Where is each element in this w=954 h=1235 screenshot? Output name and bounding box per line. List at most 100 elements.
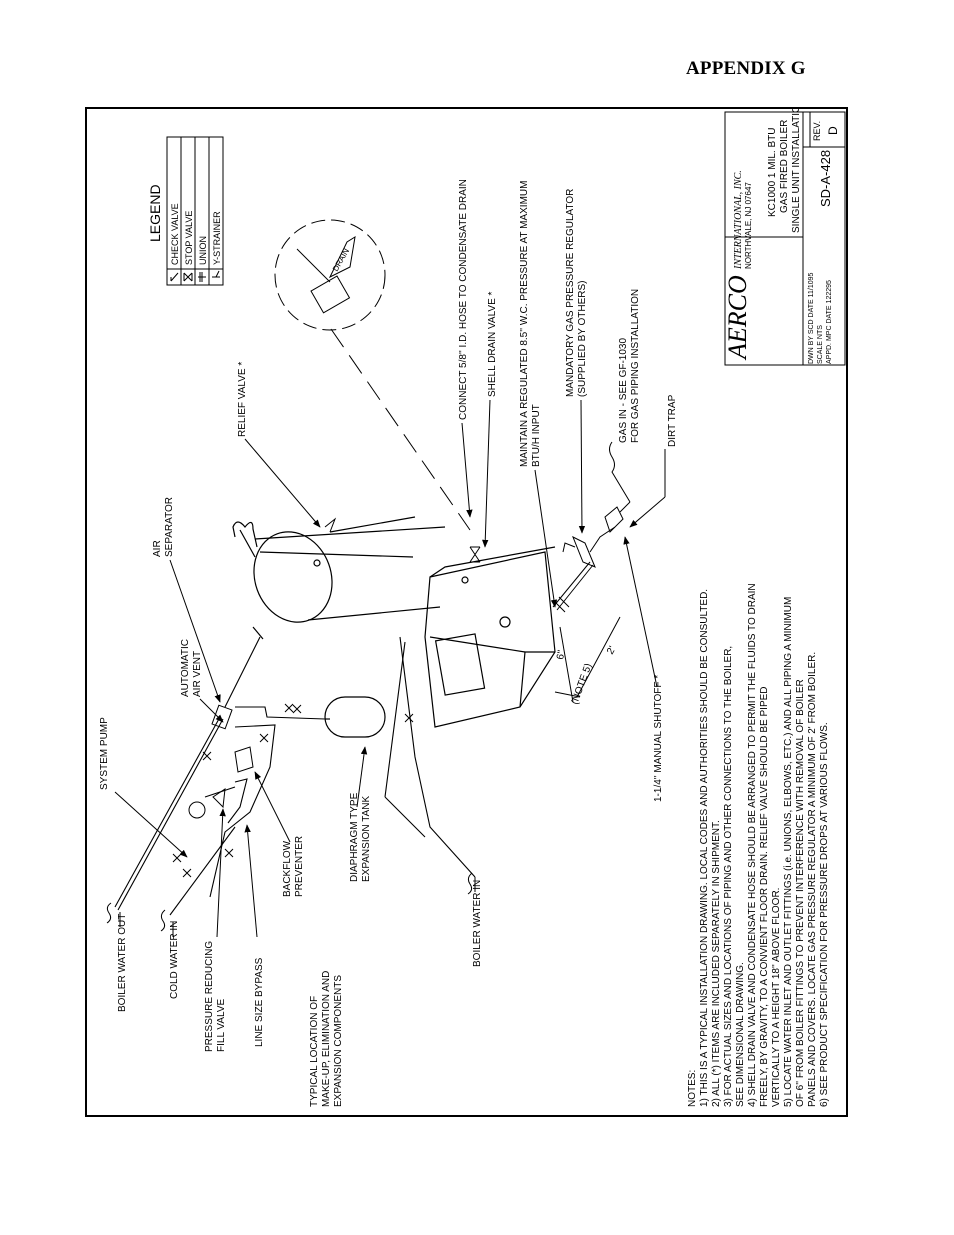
shell-drain-label: SHELL DRAIN VALVE * (487, 291, 498, 397)
condensate-leader (461, 422, 473, 518)
stop-valves (172, 703, 414, 878)
air-separator-symbol (211, 704, 233, 730)
prv-label-2: FILL VALVE (216, 998, 227, 1052)
diaphragm-tank-label-1: DIAPHRAGM TYPE (349, 792, 360, 882)
maintain-pressure-label-1: MAINTAIN A REGULATED 8.5'' W.C. PRESSURE… (519, 181, 530, 467)
prv-symbol (212, 787, 226, 809)
backflow-label-1: BACKFLOW (282, 840, 293, 897)
notes-block: NOTES: 1) THIS IS A TYPICAL INSTALLATION… (687, 583, 830, 1107)
drain-label: DRAIN (331, 247, 351, 273)
stop-valve-symbol (183, 272, 193, 282)
rev-label: REV. (812, 121, 822, 141)
prv-leader (216, 808, 226, 938)
drawing-number: SD-A-428 (818, 150, 833, 207)
drawn-by: DWN BY SCD DATE 11/1095 (808, 272, 815, 364)
note-line-11: 6) SEE PRODUCT SPECIFICATION FOR PRESSUR… (819, 722, 830, 1107)
bypass-leader (244, 824, 258, 938)
drain-detail-leader (330, 328, 471, 531)
backflow-leader (254, 771, 291, 843)
note-line-4: SEE DIMENSIONAL DRAWING. (735, 962, 746, 1107)
dirt-trap-label: DIRT TRAP (667, 394, 678, 447)
typical-location-label-1: TYPICAL LOCATION OF (309, 996, 320, 1107)
diaphragm-tank-leader (356, 746, 368, 808)
regulator-leader (578, 399, 586, 534)
gas-in-label-2: FOR GAS PIPING INSTALLATION (630, 289, 641, 443)
scale-info: SCALE NTS (817, 325, 824, 364)
expansion-tank (324, 696, 386, 738)
drain-detail-circle (274, 219, 386, 331)
regulator-label-2: (SUPPLIED BY OTHERS) (577, 280, 588, 397)
auto-air-vent-label-1: AUTOMATIC (180, 639, 191, 697)
rev-value: D (826, 126, 840, 135)
boiler-water-out-label: BOILER WATER OUT (117, 914, 128, 1012)
manual-shutoff-label: 1-1/4'' MANUAL SHUTOFF * (653, 675, 664, 802)
appendix-heading: APPENDIX G (686, 58, 806, 79)
note-line-1: 1) THIS IS A TYPICAL INSTALLATION DRAWIN… (699, 589, 710, 1107)
relief-valve-symbol (324, 517, 337, 533)
system-pump-label: SYSTEM PUMP (99, 717, 110, 790)
shell-drain-leader (482, 399, 491, 548)
auto-air-vent-label-2: AIR VENT (192, 651, 203, 697)
title-block (724, 111, 846, 366)
air-separator-label-2: SEPARATOR (164, 497, 175, 557)
boiler-unit (232, 516, 556, 728)
note-line-7: VERTICALLY TO A HEIGHT 18'' ABOVE FLOOR. (771, 888, 782, 1107)
installation-diagram: AERCO INTERNATIONAL, INC. NORTHVALE, NJ … (99, 107, 846, 1107)
maintain-pressure-label-2: BTU/H INPUT (531, 404, 542, 467)
maintain-pressure-leader (534, 469, 558, 608)
y-strainer-symbol (212, 270, 220, 278)
note-line-6: FREELY, BY GRAVITY, TO A CONVIENT FLOOR … (759, 686, 770, 1107)
dirt-trap-leader-2 (629, 496, 666, 528)
legend-title: LEGEND (147, 184, 163, 242)
title-line-1: KC1000 1 MIL. BTU (767, 128, 778, 217)
dim-2-label: 2' (605, 644, 618, 656)
gas-in-pipe-end (609, 441, 631, 503)
drawing-frame (85, 107, 848, 1117)
drain-detail-trap (296, 235, 356, 314)
typical-location-label-2: MAKE-UP, ELIMINATION AND (321, 971, 332, 1107)
air-separator-label-1: AIR (152, 540, 163, 557)
cold-water-in-label: COLD WATER IN (169, 921, 180, 999)
air-separator-leader (169, 559, 221, 703)
title-line-3: SINGLE UNIT INSTALLATION (791, 107, 802, 233)
gas-train (552, 501, 631, 613)
dim-6-label: 6'' (555, 649, 567, 660)
title-line-2: GAS FIRED BOILER (779, 120, 790, 213)
note-line-5: 4) SHELL DRAIN VALVE AND CONDENSATE HOSE… (747, 583, 758, 1107)
system-pump-symbol (188, 801, 206, 819)
relief-valve-leader (244, 438, 321, 528)
notes-heading: NOTES: (687, 1070, 698, 1107)
gas-in-label-1: GAS IN - SEE GF-1030 (618, 338, 629, 443)
union-symbol (198, 272, 206, 282)
bypass-label: LINE SIZE BYPASS (254, 957, 265, 1047)
legend-check-valve: CHECK VALVE (170, 203, 180, 265)
legend-union: UNION (198, 236, 208, 265)
note-line-8: 5) LOCATE WATER INLET AND OUTLET FITTING… (783, 597, 794, 1107)
regulator-label-1: MANDATORY GAS PRESSURE REGULATOR (565, 189, 576, 397)
note-line-9: OF 6'' FROM BOILER FITTINGS TO PREVENT I… (795, 679, 806, 1107)
prv-label-1: PRESSURE REDUCING (204, 941, 215, 1052)
backflow-preventer-symbol (234, 746, 254, 773)
note-line-2: 2) ALL (*) ITEMS ARE INCLUDED SEPARATELY… (711, 820, 722, 1107)
pipe-ends (106, 872, 473, 932)
diaphragm-tank-label-2: EXPANSION TANK (361, 796, 372, 882)
legend-y-strainer: Y-STRAINER (212, 211, 222, 265)
approved-by: APPD. MPC DATE 122295 (826, 280, 833, 364)
backflow-label-2: PREVENTER (294, 836, 305, 897)
condensate-label: CONNECT 5/8'' I.D. HOSE TO CONDENSATE DR… (458, 179, 469, 420)
legend-stop-valve: STOP VALVE (184, 211, 194, 265)
manual-shutoff-leader (623, 536, 658, 688)
dimension-lines (554, 616, 621, 703)
company-location: NORTHVALE, NJ 07647 (744, 182, 753, 269)
system-pump-leader (114, 791, 188, 858)
check-valve-symbol (170, 272, 179, 282)
typical-location-label-3: EXPANSION COMPONENTS (333, 975, 344, 1107)
shell-drain-valve-symbol (469, 546, 481, 563)
piping (114, 636, 476, 916)
note-line-10: PANELS AND COVERS. LOCATE GAS PRESSURE R… (807, 652, 818, 1107)
note-line-3: 3) FOR ACTUAL SIZES AND LOCATIONS OF PIP… (723, 646, 734, 1107)
company-sub: INTERNATIONAL, INC. (733, 170, 744, 270)
dim-note5-label: (NOTE 5) (569, 662, 594, 706)
boiler-water-in-label: BOILER WATER IN (472, 880, 483, 967)
company-name: AERCO (723, 275, 752, 361)
